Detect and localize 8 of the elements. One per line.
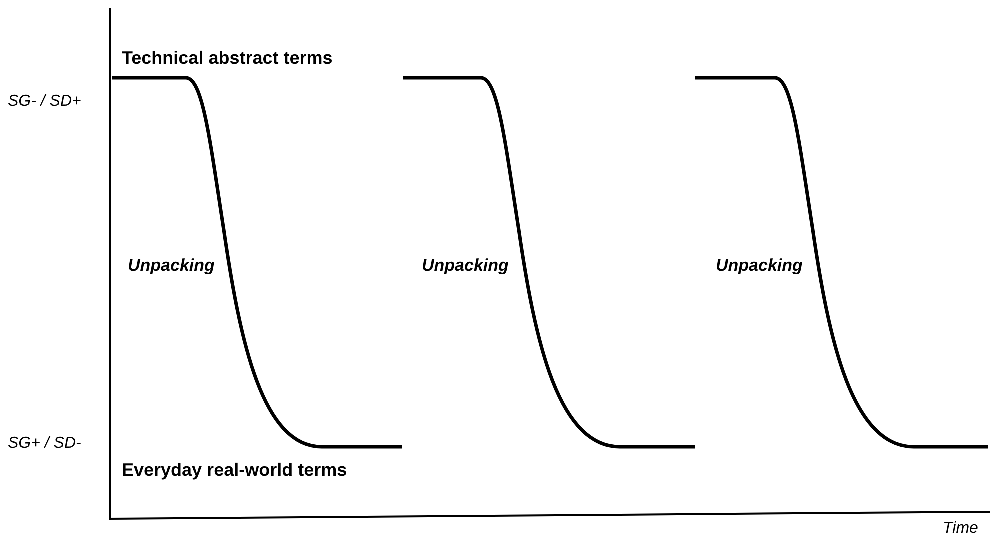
axis-title: Time (943, 520, 978, 538)
curve-label: Unpacking (716, 256, 803, 276)
curve-label: Unpacking (128, 256, 215, 276)
axis-end-label: Everyday real-world terms (122, 460, 348, 481)
axis-label: SG- / SD+ (8, 93, 82, 112)
axis-end-label: Technical abstract terms (122, 48, 333, 69)
curve-label: Unpacking (422, 256, 509, 276)
axis-label: SG+ / SD- (8, 435, 82, 454)
